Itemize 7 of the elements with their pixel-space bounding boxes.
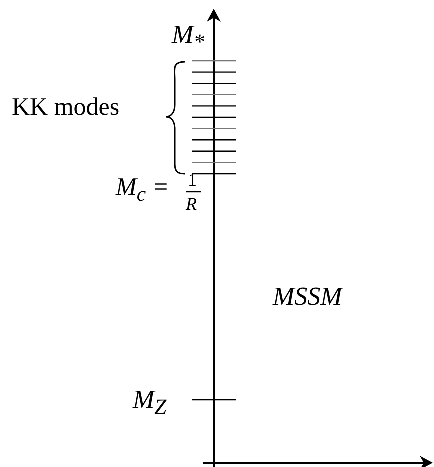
denominator: R [186,195,197,213]
mass-label: M$_{c}$ = [116,175,170,205]
mass-label: M$_{Z}$ [133,387,167,419]
band-label: KK modes [12,95,120,120]
mass-label: M$_{*}$ [172,22,204,54]
region-label: MSSM [273,284,342,310]
numerator: 1 [188,171,197,189]
